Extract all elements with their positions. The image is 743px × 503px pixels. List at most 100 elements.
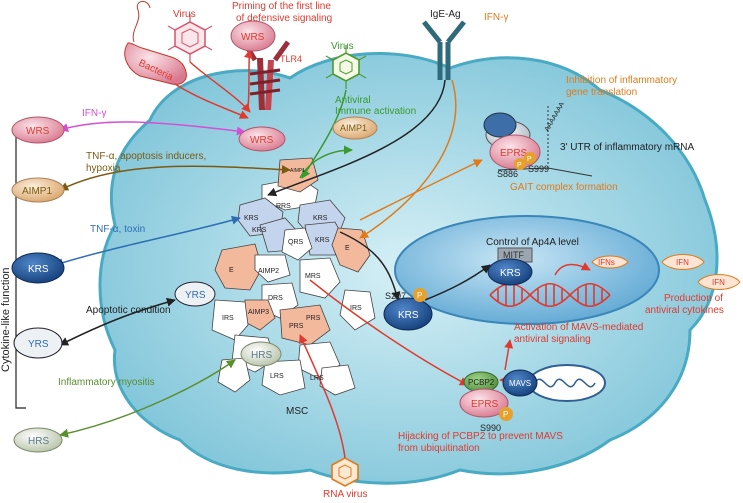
label-inhibition-1: Inhibition of inflammatory bbox=[566, 75, 677, 86]
label-tnf-toxin: TNF-α, toxin bbox=[90, 224, 145, 235]
label-activation-mavs-2: antiviral signaling bbox=[514, 334, 591, 345]
svg-text:PRS: PRS bbox=[306, 315, 321, 322]
svg-text:S207: S207 bbox=[385, 291, 406, 301]
ifn-1: IFN bbox=[661, 254, 705, 270]
svg-text:QRS: QRS bbox=[288, 239, 304, 246]
label-msc: MSC bbox=[286, 406, 308, 417]
label-rna-virus: RNA virus bbox=[323, 489, 367, 500]
wrs-cell: WRS bbox=[238, 126, 286, 152]
svg-text:MITF: MITF bbox=[503, 250, 524, 260]
svg-text:AIMP2: AIMP2 bbox=[258, 268, 279, 275]
svg-text:WRS: WRS bbox=[26, 126, 50, 137]
svg-text:IFNs: IFNs bbox=[598, 258, 615, 267]
mitochondrion-icon bbox=[528, 364, 606, 402]
svg-text:KRS: KRS bbox=[28, 264, 49, 275]
arrow-antiviral bbox=[299, 145, 353, 179]
label-virus-top: Virus bbox=[173, 9, 196, 20]
svg-text:PCBP2: PCBP2 bbox=[468, 378, 495, 387]
label-ifn-gamma-right: IFN-γ bbox=[484, 12, 508, 23]
ifns-nucleus: IFNs bbox=[591, 255, 629, 269]
svg-text:LRS: LRS bbox=[270, 373, 284, 380]
svg-text:DRS: DRS bbox=[268, 295, 283, 302]
arrow-krs-toxin bbox=[54, 215, 241, 267]
svg-text:RRS: RRS bbox=[276, 203, 291, 210]
arrow-hrs bbox=[59, 359, 236, 438]
svg-text:IFN: IFN bbox=[676, 258, 689, 267]
arrow-aimp1 bbox=[59, 165, 291, 191]
arrow-gait bbox=[359, 159, 483, 221]
svg-text:HRS: HRS bbox=[251, 350, 272, 361]
label-virus-green: Virus bbox=[331, 41, 354, 52]
svg-text:P: P bbox=[527, 156, 532, 163]
aimp1-emap: AIMP1 bbox=[290, 168, 305, 174]
svg-text:KRS: KRS bbox=[398, 310, 419, 321]
svg-text:KRS: KRS bbox=[500, 268, 521, 279]
label-activation-mavs-1: Activation of MAVS-mediated bbox=[514, 322, 643, 333]
label-hijacking-1: Hijacking of PCBP2 to prevent MAVS bbox=[398, 431, 563, 442]
virus-top-icon bbox=[167, 14, 213, 62]
label-production-1: Production of bbox=[664, 293, 723, 304]
label-apoptotic: Apoptotic condition bbox=[86, 305, 171, 316]
arrow-krs-s207 bbox=[339, 231, 401, 301]
aimp1-left: AIMP1 bbox=[11, 177, 65, 203]
krs-nucleus: MITF KRS bbox=[487, 247, 533, 286]
svg-text:P: P bbox=[517, 162, 522, 169]
pcbp2-eprs: PCBP2 EPRS P S990 bbox=[459, 371, 513, 433]
arrow-ige bbox=[267, 79, 446, 197]
rna-virus-icon bbox=[331, 457, 359, 487]
arrow-rna-virus bbox=[299, 334, 346, 459]
svg-text:IRS: IRS bbox=[222, 315, 234, 322]
svg-text:YRS: YRS bbox=[185, 290, 206, 301]
wrs-top: WRS bbox=[230, 20, 276, 52]
ige-antibody-icon bbox=[422, 20, 466, 80]
eprs-gait-labels: EPRS P P S886 S999 bbox=[497, 148, 549, 179]
label-antiviral-2: Immune activation bbox=[335, 106, 416, 117]
arrow-eprs-pcbp2 bbox=[309, 279, 469, 386]
label-production-2: antiviral cytokines bbox=[645, 305, 724, 316]
hrs-cell: HRS bbox=[240, 341, 282, 367]
label-ige-ag: IgE-Ag bbox=[430, 9, 461, 20]
svg-text:WRS: WRS bbox=[250, 135, 274, 146]
svg-text:KRS: KRS bbox=[313, 215, 328, 222]
svg-text:EPRS: EPRS bbox=[471, 399, 499, 410]
ifn-2: IFN bbox=[697, 274, 741, 290]
wrs-left: WRS bbox=[11, 116, 65, 144]
label-inhibition-2: gene translation bbox=[566, 87, 637, 98]
svg-text:HRS: HRS bbox=[28, 436, 49, 447]
krs-left: KRS bbox=[11, 252, 65, 284]
svg-text:KRS: KRS bbox=[315, 237, 330, 244]
svg-text:AIMP1: AIMP1 bbox=[290, 168, 305, 174]
complex-labels: RRS KRS KRS KRS KRS QRS AIMP2 E E AIMP3 … bbox=[222, 203, 362, 382]
arrow-ifn-gamma-left bbox=[59, 121, 246, 136]
arrow-priming bbox=[174, 83, 249, 119]
arrow-virus-green bbox=[301, 89, 347, 179]
label-control-ap4a: Control of Ap4A level bbox=[486, 237, 579, 248]
svg-text:S990: S990 bbox=[480, 423, 501, 433]
arrow-mavs-up bbox=[504, 339, 514, 371]
svg-text:AIMP1: AIMP1 bbox=[340, 123, 367, 133]
arrow-ifn-gamma-right bbox=[359, 79, 457, 239]
label-antiviral-1: Antiviral bbox=[335, 95, 371, 106]
label-ifn-gamma-left: IFN-γ bbox=[82, 108, 106, 119]
svg-text:AIMP3: AIMP3 bbox=[248, 309, 269, 316]
label-gait: GAIT complex formation bbox=[510, 182, 618, 193]
label-inflammatory-myositis: Inflammatory myositis bbox=[58, 377, 155, 388]
svg-text:LRS: LRS bbox=[310, 375, 324, 382]
svg-text:PRS: PRS bbox=[289, 323, 304, 330]
label-tnf-apoptosis-1: TNF-α, apoptosis inducers, bbox=[86, 151, 206, 162]
arrow-virus-top bbox=[189, 61, 251, 113]
label-hijacking-2: from ubiquitination bbox=[398, 443, 480, 454]
label-tlr4: TLR4 bbox=[280, 54, 302, 64]
mavs: MAVS bbox=[502, 369, 538, 397]
arrow-krs-nucleus bbox=[424, 264, 491, 301]
svg-text:P: P bbox=[417, 291, 422, 300]
svg-text:KRS: KRS bbox=[252, 227, 267, 234]
svg-text:P: P bbox=[503, 410, 508, 419]
svg-text:S999: S999 bbox=[528, 164, 549, 174]
arrow-wrs-tlr4 bbox=[244, 49, 253, 111]
cytokine-title: Cytokine-like function bbox=[0, 267, 12, 372]
label-tnf-apoptosis-2: hypoxia bbox=[86, 163, 121, 174]
svg-text:AIMP1: AIMP1 bbox=[22, 186, 52, 197]
hrs-left: HRS bbox=[13, 427, 63, 453]
